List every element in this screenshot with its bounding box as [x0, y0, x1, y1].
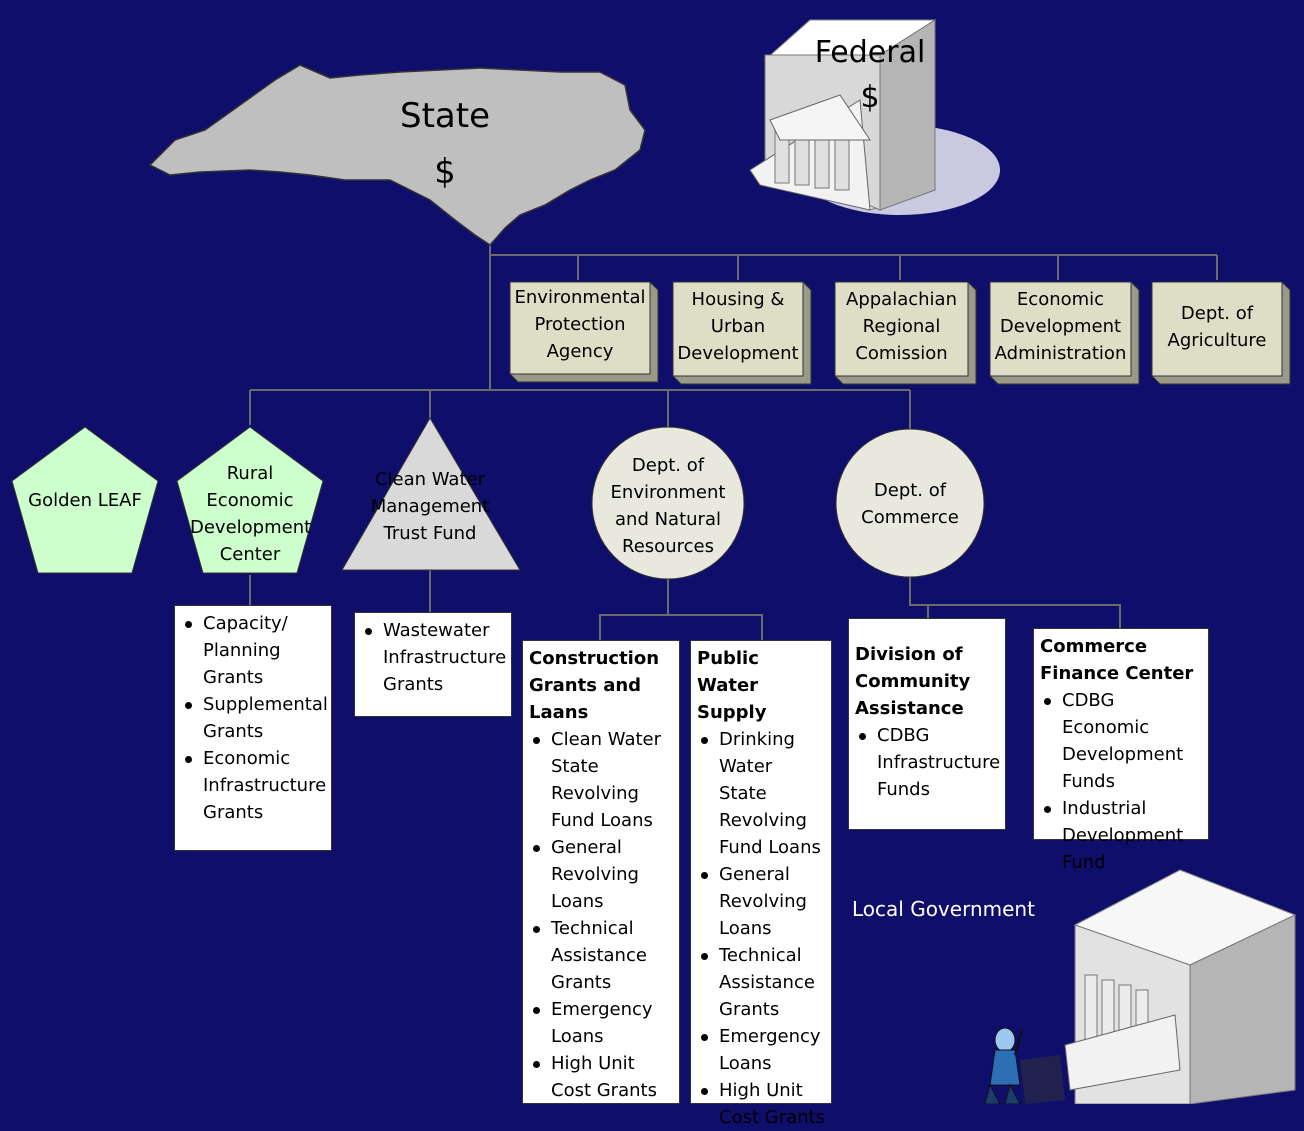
agency-label-eda: Economic Development Administration [994, 289, 1127, 364]
program-item: Wastewater Infrastructure Grants [365, 617, 506, 698]
program-item: Industrial Development Fund [1044, 795, 1202, 876]
diagram-canvas [11, 19, 1297, 1104]
federal-label: Federal [814, 35, 926, 70]
community-assistance-list: CDBG Infrastructure Funds [855, 722, 1000, 803]
agency-label-epa: Environmental Protection Agency [514, 287, 646, 362]
local-government-label: Local Government [852, 897, 1035, 921]
commerce-finance-center-box: Commerce Finance Center CDBG Economic De… [1033, 628, 1209, 873]
connector-lines [249, 245, 1218, 640]
construction-grants-box: Construction Grants and Laans Clean Wate… [522, 640, 680, 1104]
program-item: CDBG Infrastructure Funds [859, 722, 1000, 803]
denr-circle [591, 426, 745, 580]
commerce-circle [835, 428, 985, 578]
community-assistance-box: Division of Community Assistance CDBG In… [848, 618, 1006, 830]
rural-center-label: Rural Economic Development Center [190, 463, 312, 565]
state-label: State [400, 96, 490, 136]
agency-label-arc: Appalachian Regional Comission [846, 289, 957, 364]
state-dollar-symbol: $ [434, 152, 456, 192]
clean-water-programs-list: Wastewater Infrastructure Grants [361, 617, 506, 698]
state-map-shape [148, 64, 646, 246]
program-item: General Revolving Loans [533, 834, 673, 915]
program-item: CDBG Economic Development Funds [1044, 687, 1202, 795]
federal-dollar-symbol: $ [860, 80, 880, 115]
public-water-supply-list: Drinking Water State Revolving Fund Loan… [697, 726, 825, 1131]
local-government-building-icon [1064, 869, 1297, 1104]
agency-box-epa [509, 281, 659, 383]
program-item: Capacity/ Planning Grants [185, 610, 325, 691]
clean-water-triangle [341, 417, 521, 571]
commerce-label: Dept. of Commerce [861, 480, 959, 528]
program-item: Technical Assistance Grants [701, 942, 825, 1023]
construction-grants-title: Construction Grants and Laans [529, 648, 660, 723]
community-assistance-title: Division of Community Assistance [855, 644, 971, 719]
federal-agency-boxes [509, 281, 1291, 385]
program-item: Drinking Water State Revolving Fund Loan… [701, 726, 825, 861]
public-water-supply-title: Public Water Supply [697, 648, 767, 723]
agency-box-usda [1151, 281, 1291, 385]
person-figure-icon [984, 1027, 1065, 1104]
public-water-supply-box: Public Water Supply Drinking Water State… [690, 640, 832, 1128]
golden-leaf-pentagon [11, 426, 159, 574]
program-item: General Revolving Loans [701, 861, 825, 942]
program-item: Emergency Loans [701, 1023, 825, 1077]
agency-label-hud: Housing & Urban Development [677, 289, 799, 364]
program-item: High Unit Cost Grants [533, 1050, 673, 1104]
federal-building-icon [749, 19, 1000, 215]
commerce-finance-center-list: CDBG Economic Development Funds Industri… [1040, 687, 1202, 876]
program-item: Technical Assistance Grants [533, 915, 673, 996]
agency-box-hud [672, 281, 812, 385]
construction-grants-list: Clean Water State Revolving Fund Loans G… [529, 726, 673, 1104]
denr-label: Dept. of Environment and Natural Resourc… [610, 455, 726, 557]
clean-water-label: Clean Water Management Trust Fund [370, 469, 490, 544]
rural-center-programs-list: Capacity/ Planning Grants Supplemental G… [181, 610, 328, 826]
agency-box-arc [834, 281, 977, 385]
clean-water-programs-box: Wastewater Infrastructure Grants [354, 612, 512, 717]
program-item: Economic Infrastructure Grants [185, 745, 326, 826]
commerce-finance-center-title: Commerce Finance Center [1040, 636, 1194, 684]
rural-center-pentagon [176, 426, 324, 574]
agency-box-eda [989, 281, 1140, 385]
agency-label-usda: Dept. of Agriculture [1167, 303, 1267, 351]
rural-center-programs-box: Capacity/ Planning Grants Supplemental G… [174, 605, 332, 851]
program-item: High Unit Cost Grants [701, 1077, 825, 1131]
program-item: Emergency Loans [533, 996, 673, 1050]
program-item: Clean Water State Revolving Fund Loans [533, 726, 673, 834]
program-item: Supplemental Grants [185, 691, 328, 745]
golden-leaf-label: Golden LEAF [28, 490, 142, 511]
